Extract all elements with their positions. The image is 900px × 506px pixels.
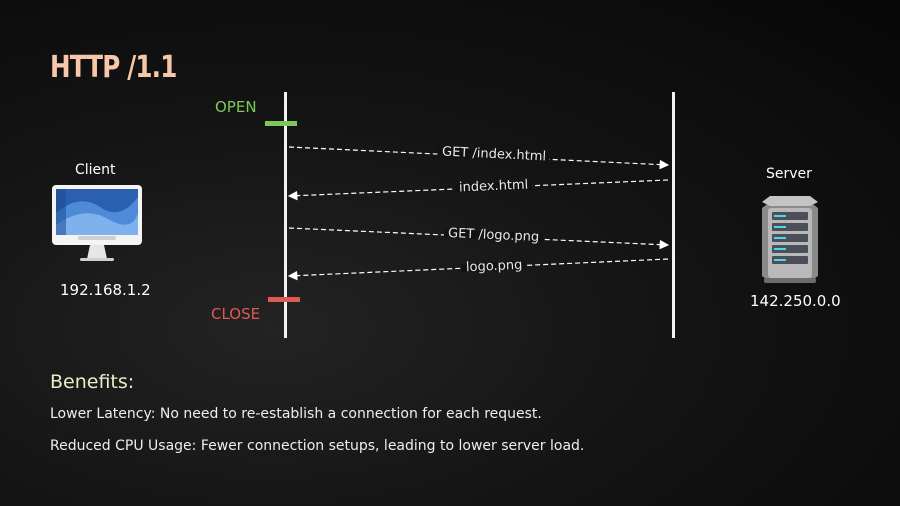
benefit-item-cpu: Reduced CPU Usage: Fewer connection setu…: [50, 438, 585, 454]
message-label-4: logo.png: [465, 257, 523, 275]
message-arrow-2: [287, 179, 669, 201]
close-marker: [268, 297, 300, 302]
message-arrow-4: [287, 258, 669, 281]
benefits-title: Benefits:: [50, 371, 135, 393]
benefit-item-latency: Lower Latency: No need to re-establish a…: [50, 406, 542, 422]
open-label: OPEN: [215, 98, 257, 116]
open-marker: [265, 121, 297, 126]
message-arrow-1: [288, 146, 670, 170]
client-ip: 192.168.1.2: [60, 281, 151, 299]
page-title: HTTP /1.1: [50, 50, 177, 85]
server-ip: 142.250.0.0: [750, 292, 841, 310]
server-label: Server: [766, 166, 812, 182]
message-arrow-3: [288, 227, 670, 250]
desktop-monitor-icon: [52, 185, 142, 261]
message-label-2: index.html: [458, 177, 529, 196]
close-label: CLOSE: [211, 305, 261, 323]
client-label: Client: [75, 162, 116, 178]
server-lifeline: [672, 92, 675, 338]
server-rack-icon: [762, 196, 818, 283]
client-lifeline: [284, 92, 287, 338]
